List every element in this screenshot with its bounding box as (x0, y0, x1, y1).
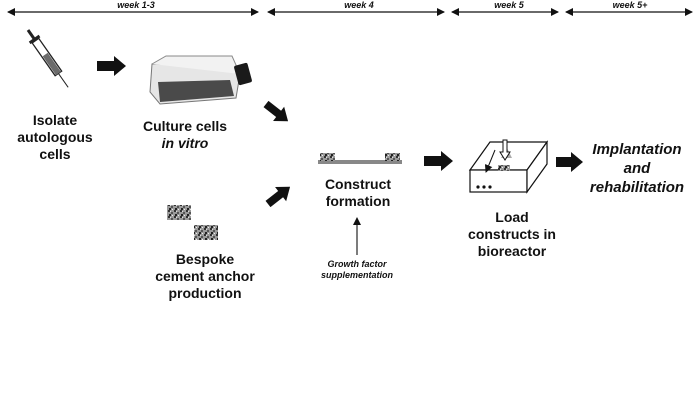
construct-icon (318, 153, 402, 164)
week-label-2: week 4 (332, 0, 386, 10)
week-label-3: week 5 (482, 0, 536, 10)
week-label-4: week 5+ (600, 0, 660, 10)
cement-anchor-icon (167, 205, 218, 240)
syringe-icon (26, 29, 69, 88)
culture-flask-icon (149, 55, 252, 105)
bioreactor-icon (468, 139, 549, 194)
flow-arrows (97, 56, 583, 208)
week-label-1: week 1-3 (104, 0, 168, 10)
